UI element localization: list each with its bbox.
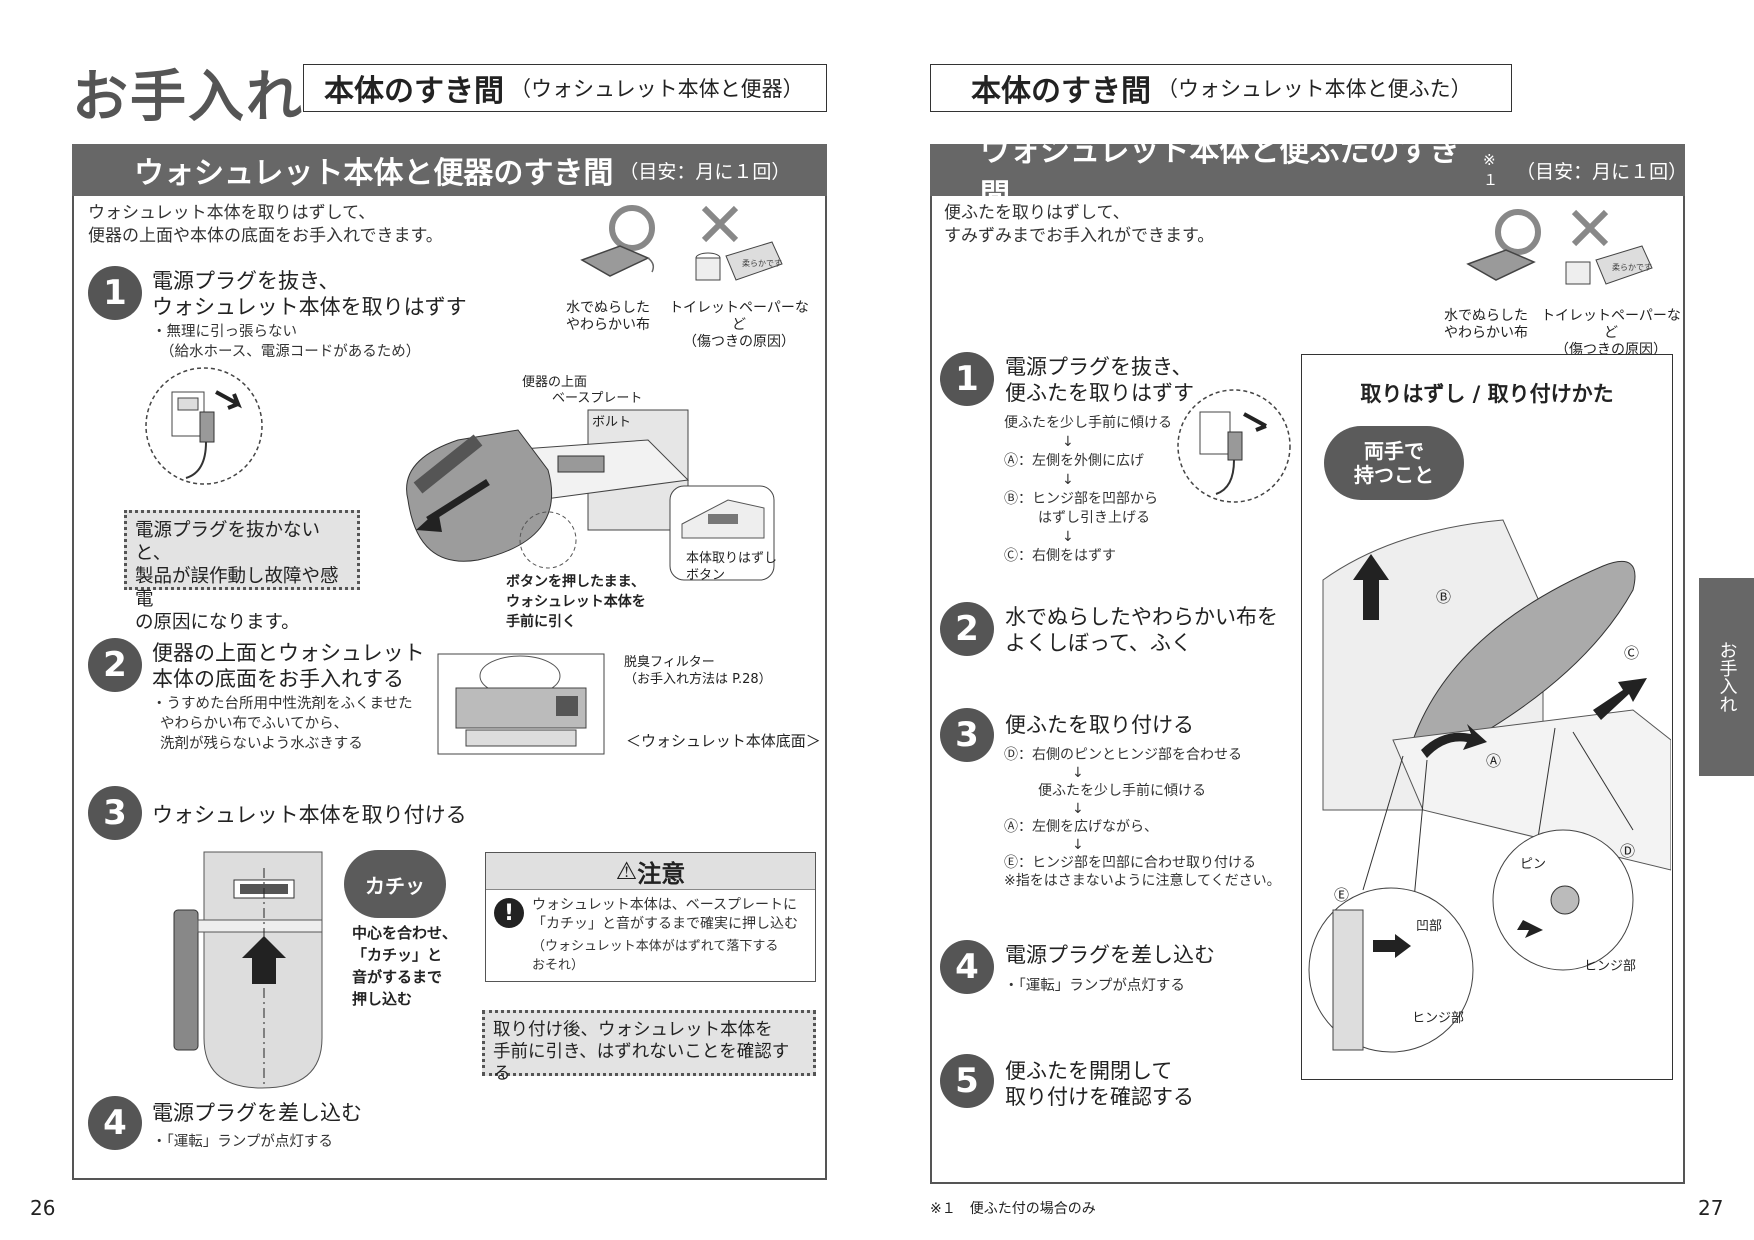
left-step-1-notes: ・無理に引っ張らない（給水ホース、電源コードがあるため） bbox=[152, 324, 421, 360]
toilet-paper-bad-icon: 柔らかです bbox=[695, 205, 783, 281]
label-bolt: ボルト bbox=[592, 415, 632, 430]
caution-box: ⚠注意 bbox=[485, 852, 816, 982]
caution-header: ⚠注意 bbox=[486, 853, 815, 890]
right-step-4-number: 4 bbox=[940, 940, 994, 994]
label-baseplate: ベースプレート bbox=[552, 391, 643, 406]
hold-bubble: 両手で持つこと bbox=[1324, 426, 1464, 500]
left-step-2-notes: ・うすめた台所用中性洗剤をふくませたやわらかい布でふいてから、洗剤が残らないよう… bbox=[152, 696, 413, 752]
label-filter: 脱臭フィルター（お手入れ方法は P.28） bbox=[624, 655, 772, 687]
left-section-title: ウォシュレット本体と便器のすき間 bbox=[134, 156, 614, 191]
right-step-4-title: 電源プラグを差し込む bbox=[1005, 943, 1215, 967]
release-button-zoom bbox=[669, 485, 775, 581]
fig-label-recess: 凹部 bbox=[1416, 919, 1443, 934]
label-toilet-top: 便器の上面 bbox=[522, 375, 588, 390]
page-title: お手入れ bbox=[72, 65, 304, 130]
fig-label-hinge-left: ヒンジ部 bbox=[1412, 1011, 1465, 1026]
right-step-1-number: 1 bbox=[940, 352, 994, 406]
click-bubble: カチッ bbox=[344, 850, 446, 918]
right-intro: 便ふたを取りはずして、すみずみまでお手入れができます。 bbox=[944, 203, 1215, 246]
right-step-2-title: 水でぬらしたやわらかい布をよくしぼって、ふく bbox=[1005, 605, 1278, 655]
washlet-removal-diagram bbox=[406, 409, 690, 569]
caution-text: ウォシュレット本体は、ベースプレートに「カチッ」と音がするまで確実に押し込む （… bbox=[532, 897, 798, 973]
left-step-4-note: ・「運転」ランプが点灯する bbox=[152, 1134, 333, 1150]
fig-label-hinge-right: ヒンジ部 bbox=[1584, 959, 1637, 974]
fig-label-d: Ⓓ bbox=[1620, 842, 1636, 860]
right-page-number: 27 bbox=[1698, 1196, 1724, 1220]
right-section-sup: ※１ bbox=[1482, 150, 1498, 189]
right-good-label: 水でぬらしたやわらかい布 bbox=[1444, 308, 1528, 341]
right-step-3-sub: Ⓓ：右側のピンとヒンジ部を合わせる ↓ 便ふたを少し手前に傾ける ↓ Ⓐ：左側を… bbox=[1004, 747, 1281, 889]
left-step-2-title: 便器の上面とウォシュレット本体の底面をお手入れする bbox=[152, 641, 425, 691]
right-step-2-number: 2 bbox=[940, 602, 994, 656]
right-header-main: 本体のすき間 bbox=[971, 74, 1151, 109]
wet-cloth-good-icon bbox=[580, 205, 655, 277]
exclamation-icon: ! bbox=[494, 898, 524, 928]
washlet-bottom-diagram bbox=[437, 653, 605, 755]
confirm-box: 取り付け後、ウォシュレット本体を手前に引き、はずれないことを確認する bbox=[482, 1010, 816, 1084]
right-section-title: ウォシュレット本体と便ふたのすき間 bbox=[980, 134, 1460, 213]
right-unplug-illustration bbox=[1177, 389, 1291, 503]
left-step-3-title: ウォシュレット本体を取り付ける bbox=[152, 803, 467, 827]
left-step-2-number: 2 bbox=[88, 638, 142, 692]
left-step-1-number: 1 bbox=[88, 266, 142, 320]
left-step-4-title: 電源プラグを差し込む bbox=[152, 1101, 362, 1125]
left-header-box: 本体のすき間 （ウォシュレット本体と便器） bbox=[303, 64, 827, 112]
side-tab: お手入れ bbox=[1699, 578, 1754, 776]
left-intro: ウォシュレット本体を取りはずして、便器の上面や本体の底面をお手入れできます。 bbox=[88, 203, 443, 246]
left-page-number: 26 bbox=[30, 1196, 56, 1220]
right-step-1-title: 電源プラグを抜き、便ふたを取りはずす bbox=[1005, 355, 1194, 405]
left-warn-box: 電源プラグを抜かないと、製品が誤作動し故障や感電の原因になります。 bbox=[124, 510, 360, 633]
unplug-illustration bbox=[145, 367, 263, 485]
left-step-1-title: 電源プラグを抜き、ウォシュレット本体を取りはずす bbox=[152, 269, 467, 319]
fig-label-b: Ⓑ bbox=[1436, 588, 1452, 606]
caution-title: 注意 bbox=[637, 859, 686, 888]
footnote: ※１ 便ふた付の場合のみ bbox=[930, 1201, 1096, 1217]
right-step-3-title: 便ふたを取り付ける bbox=[1005, 713, 1194, 737]
left-header-main: 本体のすき間 bbox=[324, 74, 504, 109]
washlet-install-diagram bbox=[173, 851, 323, 1089]
left-header-sub: （ウォシュレット本体と便器） bbox=[510, 77, 804, 101]
right-toilet-paper-bad-icon: 柔らかです bbox=[1565, 209, 1653, 285]
svg-text:柔らかです: 柔らかです bbox=[742, 258, 782, 268]
right-step-1-sub: 便ふたを少し手前に傾ける ↓ Ⓐ：左側を外側に広げ ↓ Ⓑ：ヒンジ部を凹部から … bbox=[1004, 415, 1172, 564]
label-release-button: 本体取りはずしボタン bbox=[686, 551, 778, 583]
right-step-4-note: ・「運転」ランプが点灯する bbox=[1004, 978, 1185, 994]
left-good-label: 水でぬらしたやわらかい布 bbox=[566, 300, 650, 333]
svg-text:柔らかです: 柔らかです bbox=[1612, 262, 1652, 272]
push-instruction: ボタンを押したまま、ウォシュレット本体を手前に引く bbox=[506, 574, 646, 630]
fig-label-pin: ピン bbox=[1520, 857, 1547, 872]
right-step-5-title: 便ふたを開閉して取り付けを確認する bbox=[1005, 1059, 1194, 1109]
figure-title: 取りはずし / 取り付けかた bbox=[1360, 382, 1614, 406]
right-section-bar: ウォシュレット本体と便ふたのすき間 ※１ （目安：月に１回） bbox=[930, 134, 1688, 213]
fig-label-e: Ⓔ bbox=[1334, 886, 1350, 904]
right-header-sub: （ウォシュレット本体と便ふた） bbox=[1157, 77, 1472, 101]
center-instruction: 中心を合わせ、「カチッ」と音がするまで押し込む bbox=[352, 924, 458, 1008]
warning-triangle-icon: ⚠ bbox=[615, 857, 638, 885]
right-section-sub: （目安：月に１回） bbox=[1516, 160, 1688, 183]
left-step-4-number: 4 bbox=[88, 1096, 142, 1150]
label-bottom-caption: ＜ウォシュレット本体底面＞ bbox=[626, 732, 821, 750]
right-step-5-number: 5 bbox=[940, 1054, 994, 1108]
right-bad-label: トイレットペーパーなど（傷つきの原因） bbox=[1541, 308, 1681, 358]
left-section-bar: ウォシュレット本体と便器のすき間 （目安：月に１回） bbox=[72, 144, 827, 196]
right-step-3-number: 3 bbox=[940, 708, 994, 762]
left-bad-label: トイレットペーパーなど（傷つきの原因） bbox=[669, 300, 809, 350]
lid-removal-diagram bbox=[1308, 519, 1671, 1053]
left-step-3-number: 3 bbox=[88, 786, 142, 840]
right-wet-cloth-good-icon bbox=[1466, 209, 1541, 281]
fig-label-c: Ⓒ bbox=[1624, 644, 1640, 662]
right-header-box: 本体のすき間 （ウォシュレット本体と便ふた） bbox=[930, 64, 1512, 112]
fig-label-a: Ⓐ bbox=[1486, 752, 1502, 770]
left-section-sub: （目安：月に１回） bbox=[619, 160, 791, 183]
